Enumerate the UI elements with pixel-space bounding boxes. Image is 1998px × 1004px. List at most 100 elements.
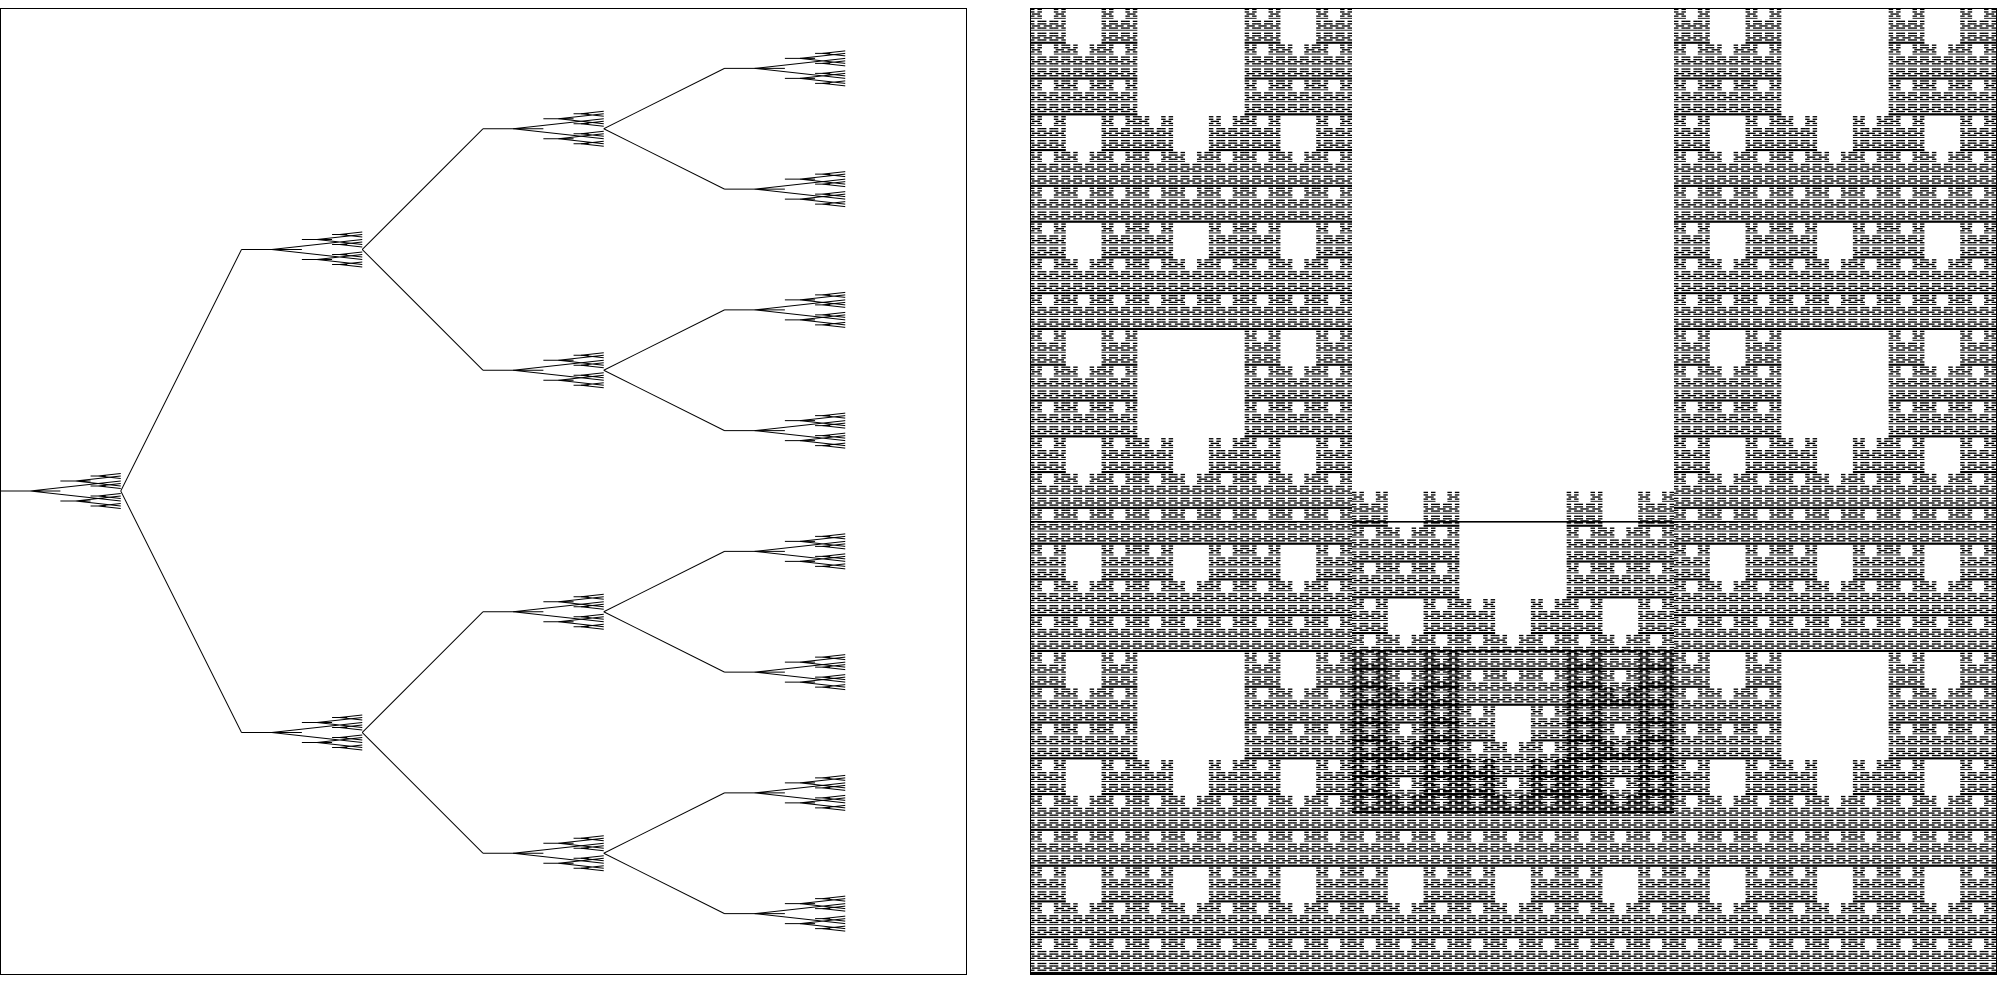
fractal-cell xyxy=(1232,277,1238,280)
fractal-cell xyxy=(1268,41,1281,43)
fractal-cell xyxy=(1151,132,1160,134)
fractal-cell xyxy=(1101,17,1114,19)
fractal-cell xyxy=(1204,301,1209,304)
fractal-cell xyxy=(1061,51,1066,53)
fractal-cell xyxy=(1173,297,1178,299)
fractal-cell xyxy=(1228,283,1233,285)
fractal-cell xyxy=(1769,20,1774,23)
fractal-cell xyxy=(1244,77,1257,79)
fractal-cell xyxy=(1340,98,1345,101)
fractal-cell xyxy=(1287,163,1293,166)
fractal-cell xyxy=(1316,47,1321,49)
fractal-cell xyxy=(1757,98,1762,101)
fractal-cell xyxy=(1049,283,1054,285)
fractal-cell xyxy=(1705,58,1710,61)
fractal-cell xyxy=(1341,61,1351,63)
fractal-cell xyxy=(1113,235,1118,237)
fractal-cell xyxy=(1776,20,1782,23)
fractal-cell xyxy=(1280,51,1285,53)
fractal-cell xyxy=(1275,297,1281,299)
fractal-cell xyxy=(1065,75,1071,77)
tree-branch xyxy=(799,555,846,562)
fractal-cell xyxy=(1347,130,1352,132)
fractal-cell xyxy=(1222,132,1231,134)
fractal-cell xyxy=(1674,77,1686,79)
fractal-cell xyxy=(1311,163,1317,166)
fractal-cell xyxy=(1316,41,1329,43)
fractal-cell xyxy=(1101,211,1107,213)
fractal-cell xyxy=(1268,325,1273,327)
tree-branch xyxy=(603,128,725,190)
fractal-cell xyxy=(1329,216,1339,218)
fractal-cell xyxy=(1232,318,1238,321)
tree-branch xyxy=(120,249,242,492)
fractal-cell xyxy=(1115,37,1124,39)
fractal-cell xyxy=(1065,58,1071,61)
fractal-cell xyxy=(1196,211,1202,213)
fractal-cell xyxy=(1137,130,1142,132)
fractal-cell xyxy=(1258,287,1267,289)
fractal-cell xyxy=(1073,218,1078,220)
fractal-cell xyxy=(1049,178,1054,180)
fractal-cell xyxy=(1757,23,1762,25)
fractal-cell xyxy=(1208,122,1214,125)
fractal-cell xyxy=(1228,318,1233,321)
fractal-cell xyxy=(1280,273,1285,275)
fractal-cell xyxy=(1729,110,1734,113)
fractal-cell xyxy=(1268,20,1273,23)
fractal-cell xyxy=(1097,187,1102,189)
fractal-cell xyxy=(1304,292,1317,294)
fractal-cell xyxy=(1323,225,1329,228)
fractal-cell xyxy=(1705,87,1710,89)
fractal-cell xyxy=(1132,199,1138,201)
fractal-cell xyxy=(1304,75,1309,77)
fractal-cell xyxy=(1030,315,1042,317)
fractal-cell xyxy=(1311,106,1317,109)
fractal-cell xyxy=(1151,323,1160,325)
fractal-cell xyxy=(1776,11,1782,13)
fractal-cell xyxy=(1030,170,1035,172)
fractal-cell xyxy=(1341,73,1351,75)
fractal-cell xyxy=(1340,151,1345,154)
fractal-cell xyxy=(1073,206,1078,208)
fractal-cell xyxy=(1340,163,1345,166)
fractal-cell xyxy=(1208,237,1214,240)
fractal-cell xyxy=(1340,206,1345,208)
fractal-cell xyxy=(1065,265,1071,268)
fractal-cell xyxy=(1101,178,1107,180)
fractal-cell xyxy=(1089,58,1095,61)
fractal-cell xyxy=(1268,92,1273,94)
fractal-cell xyxy=(1101,75,1107,77)
fractal-cell xyxy=(1316,190,1321,192)
fractal-cell xyxy=(1232,158,1238,160)
fractal-cell xyxy=(1705,32,1710,34)
fractal-cell xyxy=(1323,309,1329,311)
fractal-cell xyxy=(1244,104,1250,106)
fractal-cell xyxy=(1282,192,1291,194)
fractal-cell xyxy=(1031,156,1041,158)
fractal-cell xyxy=(1097,70,1102,73)
fractal-cell xyxy=(1077,280,1090,282)
fractal-cell xyxy=(1091,61,1100,63)
fractal-cell xyxy=(1292,289,1297,292)
fractal-cell xyxy=(1234,311,1243,313)
fractal-cell xyxy=(1252,242,1257,244)
fractal-cell xyxy=(1232,178,1238,180)
fractal-cell xyxy=(1256,39,1262,41)
fractal-cell xyxy=(1073,154,1078,156)
fractal-cell xyxy=(1127,299,1136,301)
fractal-cell xyxy=(1292,211,1297,213)
fractal-cell xyxy=(1030,259,1035,261)
fractal-cell xyxy=(1101,271,1107,273)
fractal-cell xyxy=(1079,323,1088,325)
fractal-cell xyxy=(1077,289,1083,292)
fractal-cell xyxy=(1073,313,1078,315)
tree-branch xyxy=(822,664,846,668)
fractal-cell xyxy=(1089,194,1095,196)
fractal-cell xyxy=(1097,218,1102,220)
fractal-cell xyxy=(1709,94,1715,97)
fractal-cell xyxy=(1097,182,1102,184)
fractal-cell xyxy=(1292,113,1305,115)
fractal-cell xyxy=(1037,175,1042,178)
fractal-cell xyxy=(1055,25,1064,27)
